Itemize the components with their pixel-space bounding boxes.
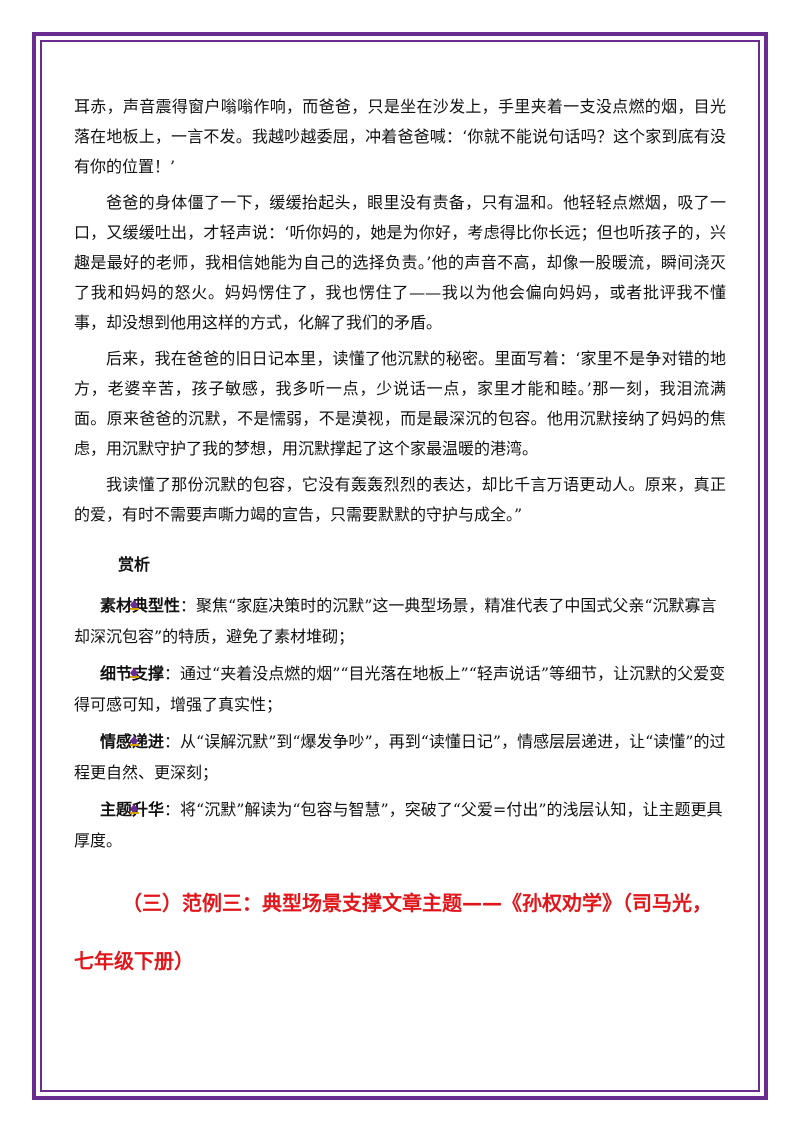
purple-diamond-bullet-icon: [130, 804, 139, 814]
analysis-item: 细节支撑：通过“夹着没点燃的烟”“目光落在地板上”“轻声说话”等细节，让沉默的父…: [74, 658, 726, 720]
analysis-item-text: ：从“误解沉默”到“爆发争吵”，再到“读懂日记”，情感层层递进，让“读懂”的过程…: [74, 732, 726, 782]
essay-paragraph: 我读懂了那份沉默的包容，它没有轰轰烈烈的表达，却比千言万语更动人。原来，真正的爱…: [74, 475, 726, 524]
analysis-heading: 赏析: [118, 555, 151, 574]
document-body: 耳赤，声音震得窗户嗡嗡作响，而爸爸，只是坐在沙发上，手里夹着一支没点燃的烟，目光…: [74, 92, 726, 990]
purple-diamond-bullet-icon: [130, 668, 139, 678]
analysis-item-text: ：聚焦“家庭决策时的沉默”这一典型场景，精准代表了中国式父亲“沉默寡言却深沉包容…: [74, 596, 717, 646]
analysis-item: 素材典型性：聚焦“家庭决策时的沉默”这一典型场景，精准代表了中国式父亲“沉默寡言…: [74, 590, 726, 652]
analysis-item-text: ：通过“夹着没点燃的烟”“目光落在地板上”“轻声说话”等细节，让沉默的父爱变得可…: [74, 664, 726, 714]
essay-paragraph: 后来，我在爸爸的旧日记本里，读懂了他沉默的秘密。里面写着：‘家里不是争对错的地方…: [74, 349, 726, 458]
section-heading-text: （三）范例三：典型场景支撑文章主题——《孙权劝学》（司马光，七年级下册）: [74, 891, 712, 973]
purple-diamond-bullet-icon: [130, 600, 139, 610]
analysis-item: 情感递进：从“误解沉默”到“爆发争吵”，再到“读懂日记”，情感层层递进，让“读懂…: [74, 726, 726, 788]
page-border-outer: [32, 32, 768, 1100]
section-heading: （三）范例三：典型场景支撑文章主题——《孙权劝学》（司马光，七年级下册）: [74, 874, 726, 990]
purple-diamond-bullet-icon: [130, 736, 139, 746]
essay-paragraph: 耳赤，声音震得窗户嗡嗡作响，而爸爸，只是坐在沙发上，手里夹着一支没点燃的烟，目光…: [74, 97, 726, 176]
analysis-item: 主题升华：将“沉默”解读为“包容与智慧”，突破了“父爱=付出”的浅层认知，让主题…: [74, 794, 726, 856]
analysis-item-text: ：将“沉默”解读为“包容与智慧”，突破了“父爱=付出”的浅层认知，让主题更具厚度…: [74, 800, 723, 850]
analysis-item-title: 素材典型性: [100, 596, 181, 615]
page-border-inner: [40, 40, 760, 1092]
essay-paragraph: 爸爸的身体僵了一下，缓缓抬起头，眼里没有责备，只有温和。他轻轻点燃烟，吸了一口，…: [74, 193, 726, 332]
